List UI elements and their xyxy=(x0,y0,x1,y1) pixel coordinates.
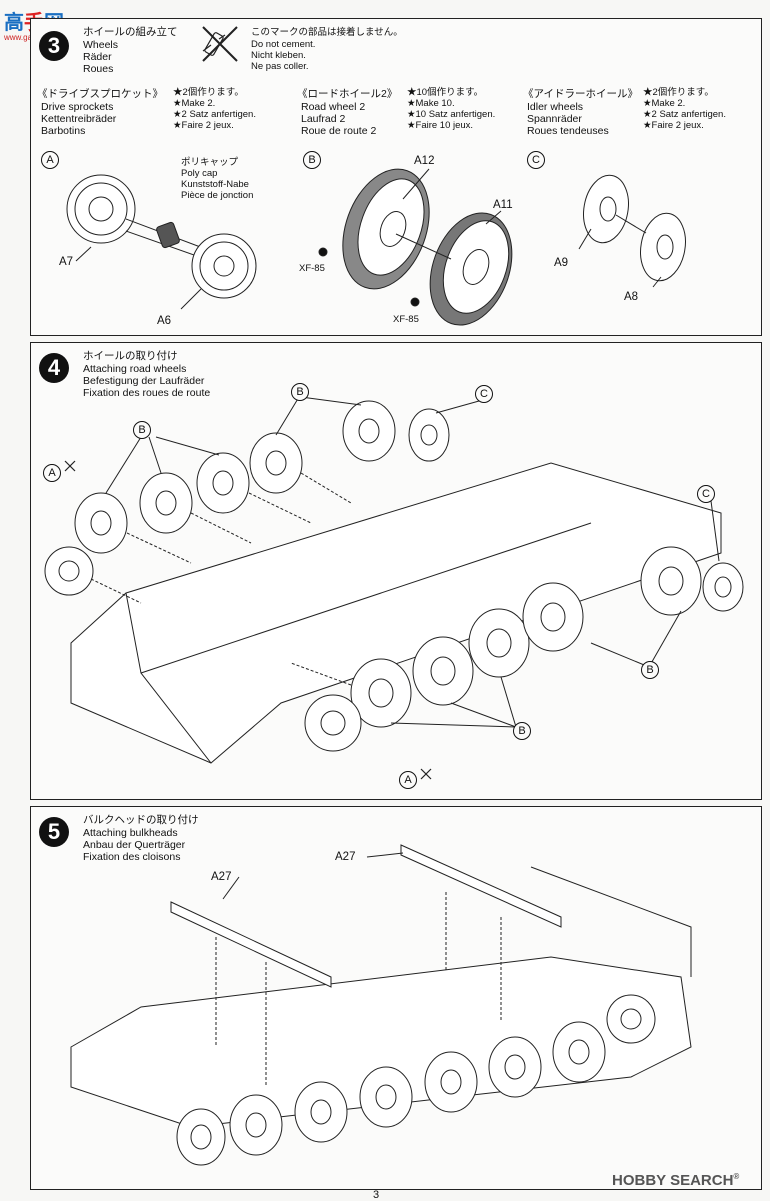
sprocket-a6 xyxy=(191,233,257,299)
callout-a: A xyxy=(41,151,59,169)
callout-b: B xyxy=(513,722,531,740)
drive-fr: Barbotins xyxy=(41,125,86,137)
step4-title-en: Attaching road wheels xyxy=(83,363,187,375)
step5-panel: 5 バルクヘッドの取り付け Attaching bulkheads Anbau … xyxy=(30,806,762,1190)
rear-sprocket xyxy=(44,546,94,596)
drive-qty-en: ★Make 2. xyxy=(173,98,216,109)
step4-drawing xyxy=(44,396,744,764)
idler-fr: Roues tendeuses xyxy=(527,125,609,137)
road-qty-de: ★10 Satz anfertigen. xyxy=(407,109,496,120)
part-a12: A12 xyxy=(414,155,435,167)
road-en: Road wheel 2 xyxy=(301,101,366,113)
step4-title-jp: ホイールの取り付け xyxy=(83,350,178,362)
callout-b: B xyxy=(133,421,151,439)
part-a9: A9 xyxy=(554,257,569,269)
callout-c: C xyxy=(697,485,715,503)
idler-a9 xyxy=(583,174,629,244)
hobby-search-text: HOBBY SEARCH xyxy=(612,1172,734,1189)
road-jp: 《ロードホイール2》 xyxy=(297,88,398,100)
part-a7: A7 xyxy=(59,256,74,268)
step3-drawing xyxy=(66,168,686,326)
idler-a8 xyxy=(640,212,686,282)
paint-marker xyxy=(410,297,420,307)
drive-qty-de: ★2 Satz anfertigen. xyxy=(173,109,256,120)
part-a6: A6 xyxy=(157,315,172,327)
road-de: Laufrad 2 xyxy=(301,113,346,125)
step4-title-fr: Fixation des roues de route xyxy=(83,387,211,399)
page-number: 3 xyxy=(373,1189,380,1201)
no-cement-jp: このマークの部品は接着しません。 xyxy=(251,27,403,38)
hobby-search-logo: HOBBY SEARCH® xyxy=(612,1172,739,1189)
no-cement-icon xyxy=(202,26,238,62)
road-wheel-row xyxy=(176,1021,606,1166)
callout-a: A xyxy=(399,771,417,789)
sprocket xyxy=(606,994,656,1044)
idler-qty-fr: ★Faire 2 jeux. xyxy=(643,120,704,131)
back-road-wheels xyxy=(74,400,450,554)
idler-en: Idler wheels xyxy=(527,101,584,113)
drive-jp: 《ドライブスプロケット》 xyxy=(37,88,163,100)
road-qty-fr: ★Faire 10 jeux. xyxy=(407,120,474,131)
step5-title-jp: バルクヘッドの取り付け xyxy=(83,814,199,826)
step3-badge: 3 xyxy=(39,31,69,61)
drive-en: Drive sprockets xyxy=(41,101,114,113)
no-cement-fr: Ne pas coller. xyxy=(251,61,309,72)
drive-de: Kettentreibräder xyxy=(41,113,117,125)
registered-mark: ® xyxy=(733,1172,740,1181)
idler-qty-en: ★Make 2. xyxy=(643,98,686,109)
sprocket-a7 xyxy=(66,174,136,244)
step5-title-en: Attaching bulkheads xyxy=(83,827,178,839)
idler-qty-de: ★2 Satz anfertigen. xyxy=(643,109,726,120)
bulkhead-right xyxy=(400,844,562,928)
no-cement-de: Nicht kleben. xyxy=(251,50,306,61)
step5-badge: 5 xyxy=(39,817,69,847)
idler-jp: 《アイドラーホイール》 xyxy=(523,88,638,100)
part-a8: A8 xyxy=(624,291,639,303)
drive-qty-fr: ★Faire 2 jeux. xyxy=(173,120,234,131)
idler-de: Spannräder xyxy=(527,113,582,125)
part-a27-left: A27 xyxy=(211,871,232,883)
hull-outline xyxy=(70,462,722,764)
bulkhead-left xyxy=(170,901,332,988)
callout-b: B xyxy=(291,383,309,401)
road-fr: Roue de route 2 xyxy=(301,125,377,137)
step4-badge: 4 xyxy=(39,353,69,383)
road-qty-jp: ★10個作ります。 xyxy=(407,87,484,98)
polycap-part xyxy=(156,221,180,249)
step5-title-fr: Fixation des cloisons xyxy=(83,851,181,863)
step5-title-de: Anbau der Querträger xyxy=(83,839,186,851)
callout-a: A xyxy=(43,464,61,482)
paint-xf85-2: XF-85 xyxy=(393,314,419,325)
polycap-en: Poly cap xyxy=(181,168,218,179)
step4-panel: 4 ホイールの取り付け Attaching road wheels Befest… xyxy=(30,342,762,800)
step3-title-fr: Roues xyxy=(83,63,114,75)
front-sprocket xyxy=(304,694,362,752)
callout-b: B xyxy=(641,661,659,679)
drive-qty-jp: ★2個作ります。 xyxy=(173,87,244,98)
step4-title-de: Befestigung der Laufräder xyxy=(83,375,205,387)
step3-title-en: Wheels xyxy=(83,39,119,51)
watermark-char: 高 xyxy=(4,12,24,34)
polycap-jp: ポリキャップ xyxy=(181,157,239,168)
paint-marker xyxy=(318,247,328,257)
polycap-de: Kunststoff-Nabe xyxy=(181,179,249,190)
no-cement-en: Do not cement. xyxy=(251,39,316,50)
no-cement-icon xyxy=(64,460,432,780)
callout-c: C xyxy=(527,151,545,169)
front-road-wheels xyxy=(350,546,744,728)
step3-title-jp: ホイールの組み立て xyxy=(83,26,178,38)
callout-b: B xyxy=(303,151,321,169)
part-a27-right: A27 xyxy=(335,851,356,863)
idler-qty-jp: ★2個作ります。 xyxy=(643,87,714,98)
step5-drawing xyxy=(70,844,692,1166)
step3-panel: 3 ホイールの組み立て Wheels Räder Roues このマークの部品は… xyxy=(30,18,762,336)
road-qty-en: ★Make 10. xyxy=(407,98,455,109)
polycap-fr: Pièce de jonction xyxy=(181,190,254,201)
part-a11: A11 xyxy=(493,199,513,211)
step3-title-de: Räder xyxy=(83,51,112,63)
callout-c: C xyxy=(475,385,493,403)
paint-xf85-1: XF-85 xyxy=(299,263,325,274)
